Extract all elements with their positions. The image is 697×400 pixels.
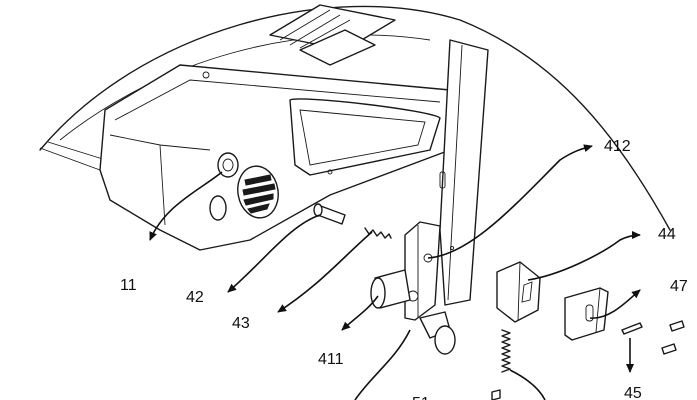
- vertical-column: [439, 39, 489, 306]
- label-412: 412: [604, 138, 631, 155]
- label-43: 43: [232, 315, 250, 332]
- top-panel: [269, 4, 396, 66]
- leader-412: [427, 144, 593, 259]
- leader-411: [341, 295, 379, 331]
- leader-11: [149, 171, 223, 241]
- main-housing: [99, 64, 471, 251]
- part-51-spring: [501, 329, 511, 373]
- outer-arc: [39, 5, 671, 231]
- leader-42: [227, 214, 321, 293]
- part-42-pin: [313, 203, 346, 225]
- part-43-spring: [364, 227, 392, 239]
- caster-wheel: [419, 311, 456, 355]
- leader-47: [589, 289, 641, 319]
- label-11: 11: [120, 277, 137, 294]
- label-44: 44: [658, 226, 676, 243]
- side-knob: [209, 152, 239, 221]
- label-51: 51: [412, 395, 430, 400]
- vent-grille: [237, 165, 279, 219]
- small-screws: [491, 320, 685, 400]
- part-44-clip: [496, 261, 541, 323]
- inner-arc: [59, 34, 431, 141]
- part-412-bracket: [404, 221, 441, 321]
- leader-51-right: [509, 369, 546, 400]
- leader-51-left: [354, 329, 411, 400]
- leader-44: [527, 231, 641, 281]
- part-45-pin: [621, 322, 643, 335]
- label-45: 45: [624, 385, 642, 400]
- label-411: 411: [318, 351, 344, 368]
- label-42: 42: [186, 289, 204, 306]
- part-47-plate: [564, 287, 609, 341]
- part-411-cylinder: [370, 269, 411, 309]
- hatched-band: [39, 141, 107, 171]
- leader-43: [277, 231, 373, 313]
- label-47: 47: [670, 278, 688, 295]
